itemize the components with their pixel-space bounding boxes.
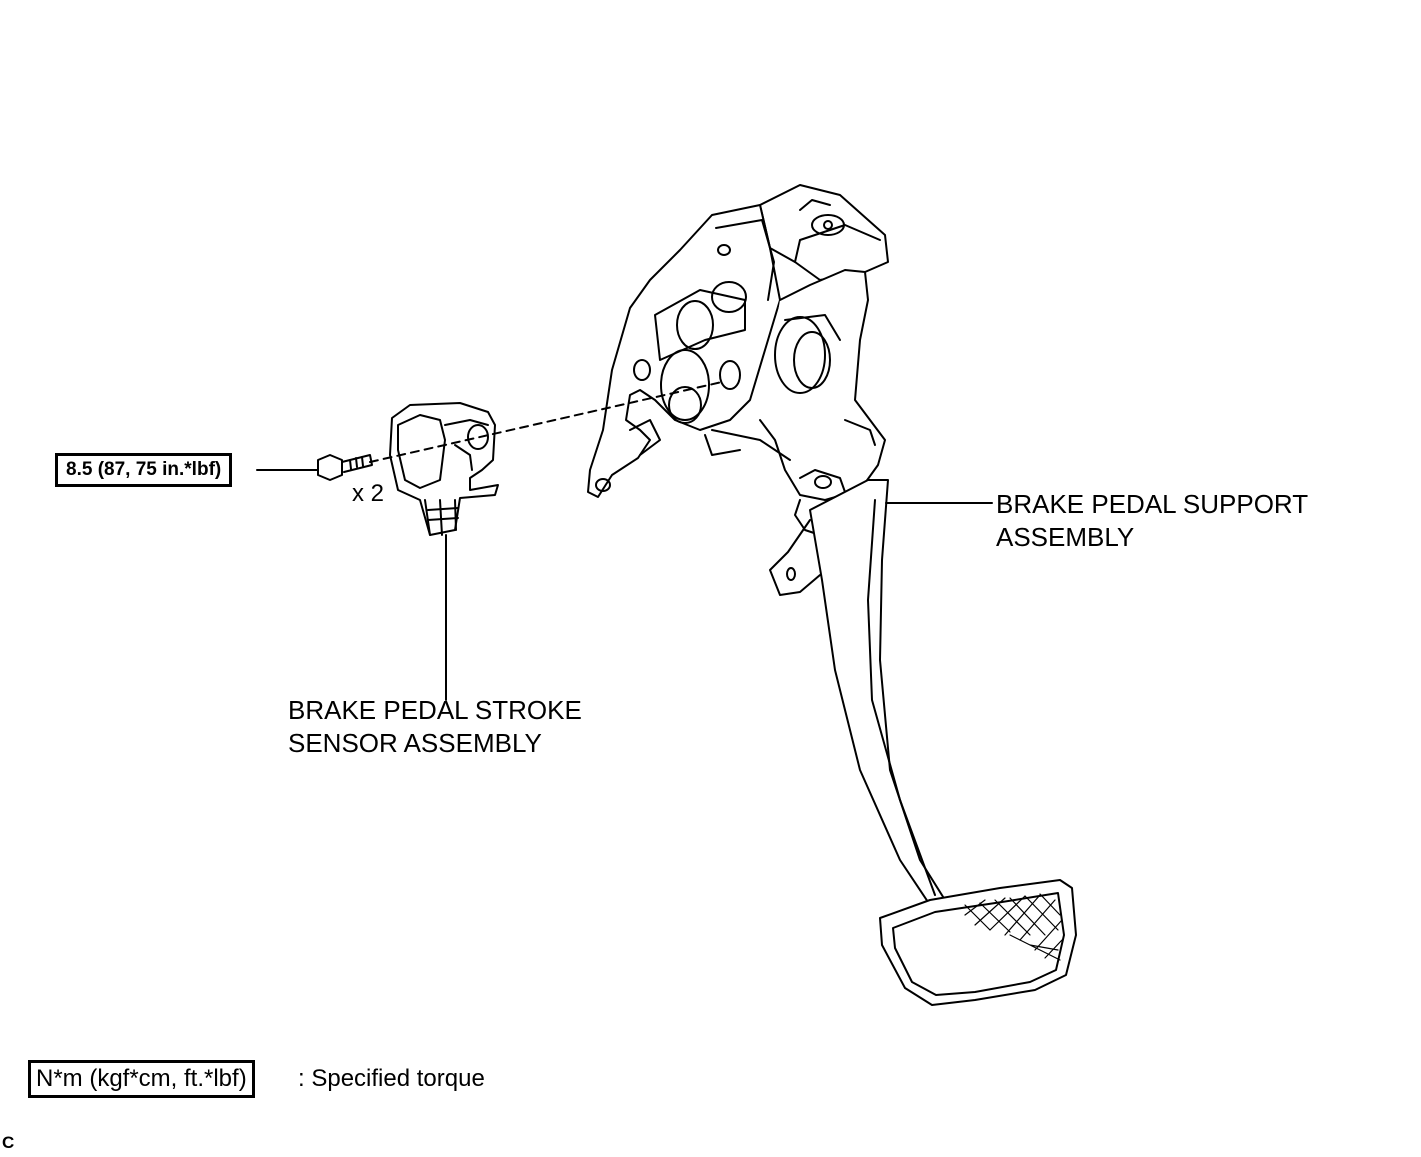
brake-pedal-arm [809, 479, 946, 906]
installation-dashed-line [369, 381, 723, 463]
torque-spec-box: 8.5 (87, 75 in.*lbf) [55, 453, 233, 487]
brake-pedal-pad [879, 879, 1077, 1006]
corner-mark: C [2, 1133, 15, 1152]
mounting-bolt [317, 454, 373, 481]
support-label-line2: ASSEMBLY [996, 522, 1135, 552]
sensor-label-line1: BRAKE PEDAL STROKE [288, 695, 582, 725]
torque-unit-legend-box: N*m (kgf*cm, ft.*lbf) [28, 1060, 255, 1098]
stroke-sensor-drawing [389, 402, 499, 536]
brake-pedal-support-bracket [587, 184, 889, 596]
sensor-label-line2: SENSOR ASSEMBLY [288, 728, 542, 758]
quantity-label: x 2 [352, 480, 385, 507]
torque-legend-description: : Specified torque [298, 1065, 485, 1092]
support-label-line1: BRAKE PEDAL SUPPORT [996, 489, 1309, 519]
